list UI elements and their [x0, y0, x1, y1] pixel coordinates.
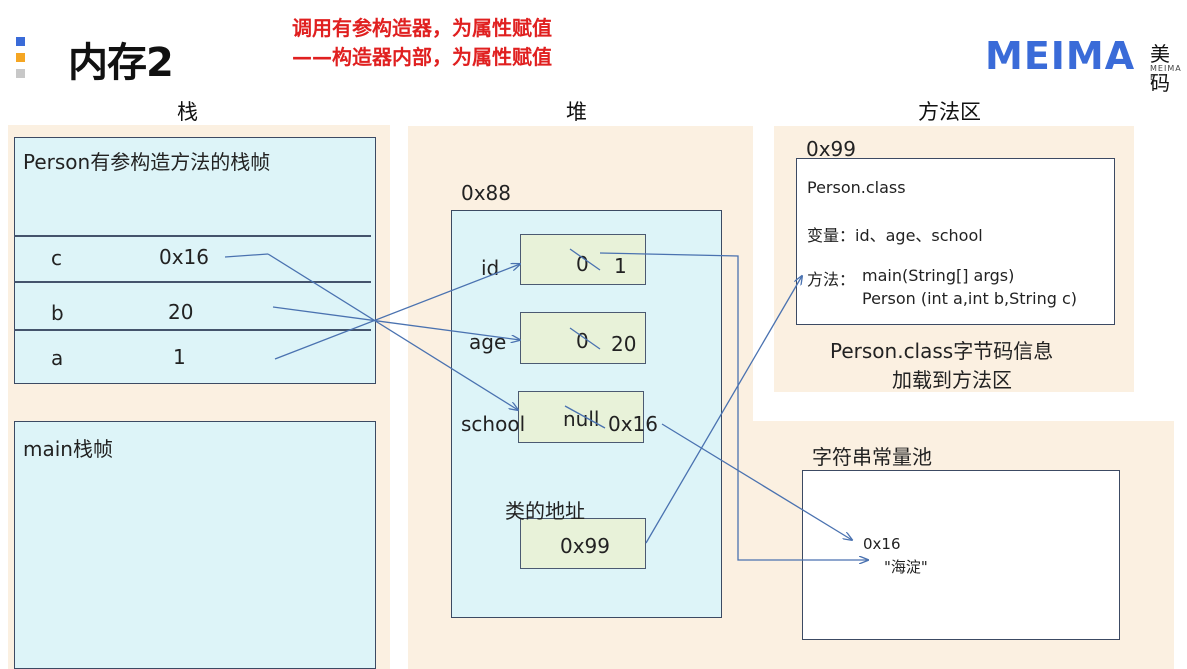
main-frame-title: main栈帧	[23, 437, 113, 461]
class-name: Person.class	[807, 178, 906, 197]
arrow-b-to-age	[272, 306, 520, 340]
method-area-caption-1: Person.class字节码信息	[830, 339, 1054, 363]
field-school-old: null	[563, 407, 600, 431]
page-title: 内存2	[68, 40, 174, 86]
field-age-new: 20	[611, 332, 637, 356]
brand-logo: MEIMA	[985, 34, 1136, 78]
heap-object-address: 0x88	[461, 181, 512, 205]
class-address-cell	[520, 518, 646, 569]
line-to-string-pool	[599, 252, 868, 560]
field-age-cell	[520, 312, 646, 364]
field-id-cell	[520, 234, 646, 285]
arrow-c-to-school	[267, 253, 518, 410]
divider	[14, 235, 371, 237]
arrow-class-to-method-area	[645, 276, 802, 544]
var-b-value: 20	[168, 300, 194, 324]
var-b-name: b	[51, 301, 64, 325]
accent-bar-orange	[16, 53, 25, 62]
divider	[14, 329, 371, 331]
heap-header: 堆	[566, 100, 587, 124]
subtitle-line-2: ——构造器内部，为属性赋值	[292, 45, 552, 69]
string-pool-header: 字符串常量池	[812, 445, 932, 469]
method-area-header: 方法区	[918, 100, 981, 124]
strike-id-old	[569, 248, 601, 271]
field-id-new: 1	[614, 254, 627, 278]
field-id-old: 0	[576, 252, 589, 276]
arrow-school-to-string	[661, 423, 852, 540]
brand-logo-sub: MEIMA E	[1150, 64, 1182, 82]
strike-age-old	[569, 327, 601, 350]
accent-bar-gray	[16, 69, 25, 78]
string-address: 0x16	[863, 535, 901, 553]
strike-school-old	[564, 405, 606, 429]
stack-header: 栈	[177, 100, 198, 124]
subtitle-line-1: 调用有参构造器，为属性赋值	[292, 16, 552, 40]
var-a-name: a	[51, 346, 64, 370]
main-stack-frame	[14, 421, 376, 669]
var-a-value: 1	[173, 345, 186, 369]
accent-bar-blue	[16, 37, 25, 46]
var-c-name: c	[51, 246, 62, 270]
class-vars: 变量：id、age、school	[807, 226, 983, 245]
class-address-label: 类的地址	[505, 499, 585, 523]
var-c-value: 0x16	[159, 245, 210, 269]
arrow-a-to-id	[274, 264, 520, 360]
class-info-box	[796, 158, 1115, 325]
constructor-frame-title: Person有参构造方法的栈帧	[23, 150, 271, 174]
string-value: "海淀"	[884, 558, 928, 576]
class-method-main: main(String[] args)	[862, 266, 1015, 285]
class-method-constructor: Person (int a,int b,String c)	[862, 289, 1077, 308]
line-c-horizontal	[224, 253, 269, 258]
brand-logo-cn: 美码	[1150, 42, 1170, 95]
method-area-caption-2: 加载到方法区	[892, 368, 1012, 392]
divider	[14, 281, 371, 283]
class-address-value: 0x99	[560, 534, 611, 558]
field-school-cell	[518, 391, 644, 443]
string-pool-box	[802, 470, 1120, 640]
class-methods-label: 方法：	[807, 270, 856, 289]
field-school-name: school	[461, 412, 526, 436]
method-area-address: 0x99	[806, 137, 857, 161]
field-school-new: 0x16	[608, 412, 659, 436]
